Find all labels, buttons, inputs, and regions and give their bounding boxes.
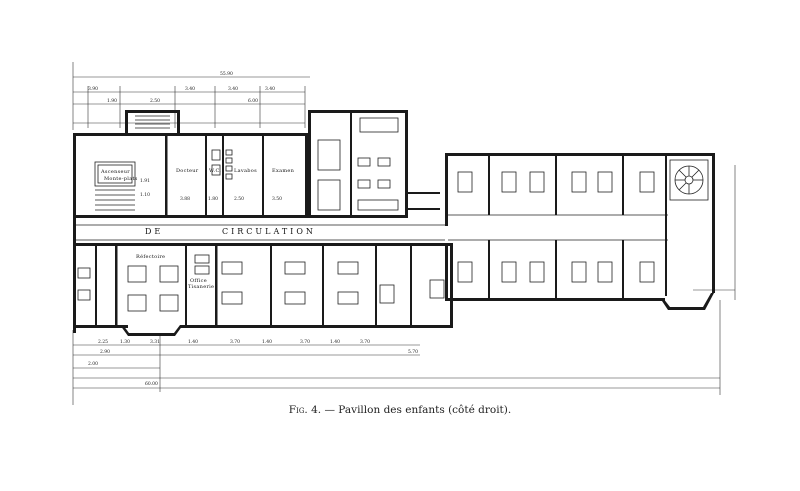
- corridor-circulation: CIRCULATION: [222, 227, 316, 236]
- dim-examen: 3.50: [272, 196, 282, 202]
- dim-b-3: 3.31: [150, 339, 160, 345]
- dim-row2-a: 3.90: [88, 86, 98, 92]
- sanitary-block: [308, 110, 440, 218]
- dim-b-8: 1.40: [330, 339, 340, 345]
- dim-row2-d: 3.40: [265, 86, 275, 92]
- dim-wc: 1.80: [208, 196, 218, 202]
- label-office: Office: [190, 278, 207, 284]
- dim-lavabos: 2.50: [234, 196, 244, 202]
- label-ascenseur: Ascenseur: [100, 169, 130, 175]
- figure-caption: Fig. 4. — Pavillon des enfants (côté dro…: [0, 404, 800, 416]
- dim-top-total: 55.90: [220, 71, 233, 77]
- dim-row2-b: 3.40: [185, 86, 195, 92]
- label-docteur: Docteur: [176, 168, 199, 174]
- dimension-lines-top: 55.90 3.90 3.40 3.40 3.40 1.90 2.50 6.00: [72, 62, 310, 130]
- label-wc: W.C.: [209, 168, 221, 174]
- left-lower-block: [73, 243, 453, 336]
- dim-row2-c: 3.40: [228, 86, 238, 92]
- dim-bottom-total: 60.00: [145, 381, 158, 387]
- dim-b-11: 5.70: [408, 349, 418, 355]
- label-tisanerie: Tisanerie: [188, 284, 214, 290]
- dim-row3-b: 2.50: [150, 98, 160, 104]
- room-labels: Ascenseur Monte-plats Docteur W.C. Lavab…: [100, 168, 295, 290]
- label-monte-plats: Monte-plats: [104, 176, 138, 182]
- dim-mid1: 1.91: [140, 178, 150, 184]
- dim-row3-a: 1.90: [107, 98, 117, 104]
- dim-b-7: 3.70: [300, 339, 310, 345]
- left-wing-walls: [73, 110, 308, 333]
- figure-number: Fig. 4.: [288, 404, 322, 416]
- label-lavabos: Lavabos: [234, 168, 257, 174]
- right-wing: [445, 153, 715, 310]
- label-refectoire: Réfectoire: [136, 253, 165, 260]
- inner-dimensions: 3.88 1.80 2.50 3.50 1.91 1.10: [140, 178, 282, 202]
- dim-b-2: 1.30: [120, 339, 130, 345]
- dim-docteur: 3.88: [180, 196, 190, 202]
- dim-side-1: 2.00: [88, 361, 98, 367]
- corridor-de: DE: [145, 227, 163, 236]
- label-examen: Examen: [272, 168, 295, 174]
- dim-row3-c: 6.00: [248, 98, 258, 104]
- dimension-lines-bottom: 2.25 1.30 3.31 1.40 3.70 1.40 3.70 1.40 …: [72, 165, 736, 405]
- dim-b-5: 3.70: [230, 339, 240, 345]
- dim-b-4: 1.40: [188, 339, 198, 345]
- figure-caption-text: — Pavillon des enfants (côté droit).: [324, 404, 512, 416]
- dim-b-10: 2.90: [100, 349, 110, 355]
- dim-b-9: 3.70: [360, 339, 370, 345]
- dim-b-6: 1.40: [262, 339, 272, 345]
- dim-b-1: 2.25: [98, 339, 108, 345]
- dim-mid2: 1.10: [140, 192, 150, 198]
